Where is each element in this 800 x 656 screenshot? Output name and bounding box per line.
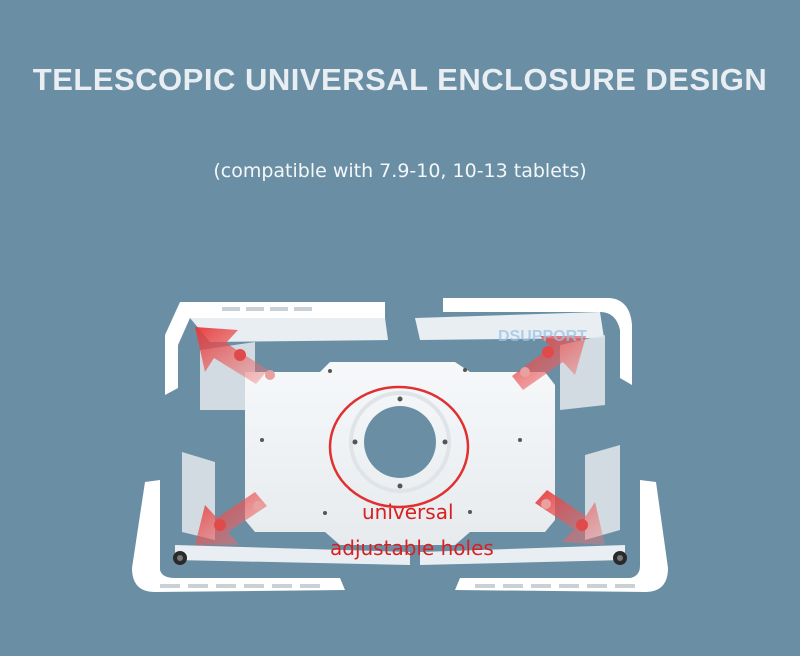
page-title: TELESCOPIC UNIVERSAL ENCLOSURE DESIGN	[32, 62, 768, 97]
callout-label-line2: adjustable holes	[330, 536, 494, 560]
arrow-top-left	[195, 327, 275, 384]
brand-watermark: DSUPPORT	[498, 328, 587, 345]
callout-label-line1: universal	[362, 500, 454, 524]
page-subtitle: (compatible with 7.9-10, 10-13 tablets)	[213, 160, 587, 182]
bottom-right-bracket	[420, 445, 668, 592]
arrow-bottom-right	[535, 490, 605, 545]
mounting-plate	[245, 362, 555, 545]
arrow-top-right	[512, 336, 586, 390]
arrow-bottom-left	[195, 492, 267, 545]
